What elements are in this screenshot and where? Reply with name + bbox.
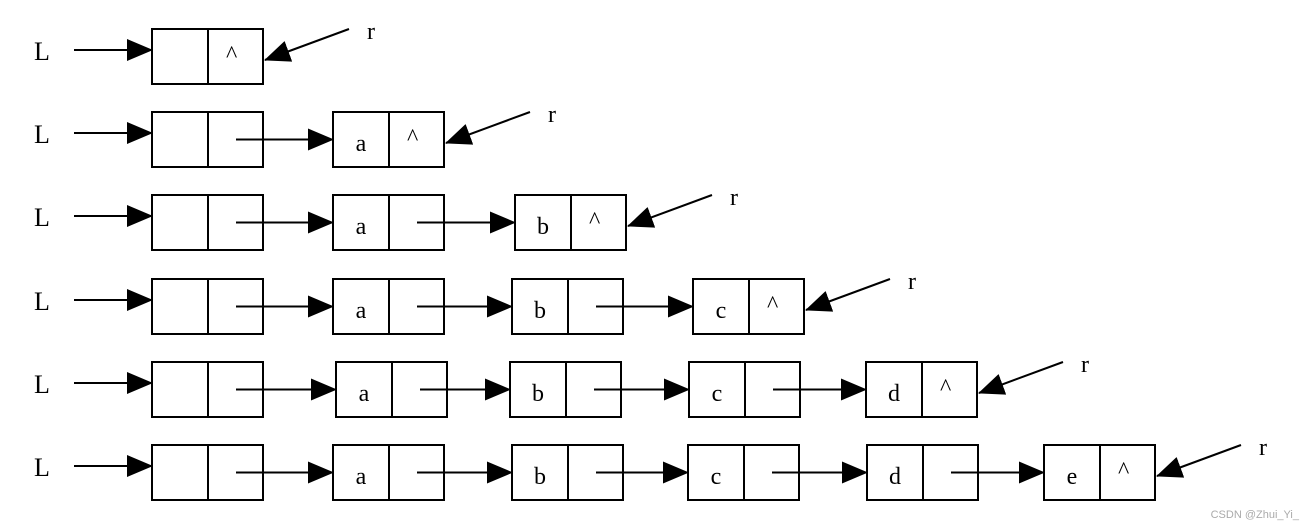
list-node: a (332, 194, 516, 251)
node-data-label: b (534, 298, 546, 324)
node-data-label: a (356, 464, 367, 490)
list-node: d^ (865, 361, 978, 418)
tail-label: r (1081, 352, 1089, 378)
node-data-label: c (716, 298, 727, 324)
tail-pointer-arrow (1156, 444, 1242, 478)
tail-label: r (730, 185, 738, 211)
null-pointer-symbol: ^ (767, 292, 778, 318)
tail-pointer-arrow (978, 361, 1064, 395)
list-node: a (332, 278, 513, 335)
node-data-label: a (359, 381, 370, 407)
list-node: a^ (332, 111, 445, 168)
null-pointer-symbol: ^ (226, 42, 237, 68)
head-label: L (34, 120, 50, 149)
null-pointer-symbol: ^ (1118, 458, 1129, 484)
node-data-label: e (1067, 464, 1078, 490)
list-node: d (866, 444, 1045, 501)
list-node: c (688, 361, 867, 418)
head-node: ^ (151, 28, 264, 85)
list-node: e^ (1043, 444, 1156, 501)
null-pointer-symbol: ^ (589, 208, 600, 234)
list-node: c (687, 444, 868, 501)
list-row-1: L ^ r (34, 19, 375, 85)
list-node: b^ (514, 194, 627, 251)
tail-pointer-arrow (805, 278, 891, 312)
head-node (151, 111, 334, 168)
node-data-label: c (712, 381, 723, 407)
null-pointer-symbol: ^ (940, 375, 951, 401)
list-node: b (511, 278, 694, 335)
head-node (151, 278, 334, 335)
head-label: L (34, 37, 50, 66)
null-pointer-symbol: ^ (407, 125, 418, 151)
head-node (151, 361, 337, 418)
tail-label: r (1259, 435, 1267, 461)
tail-pointer-arrow (264, 28, 350, 62)
list-node: a (332, 444, 513, 501)
tail-label: r (548, 102, 556, 128)
tail-pointer-arrow (627, 194, 713, 228)
node-data-label: a (356, 214, 367, 240)
tail-label: r (367, 19, 375, 45)
list-node: b (509, 361, 690, 418)
head-label: L (34, 287, 50, 316)
node-data-label: a (356, 298, 367, 324)
tail-pointer-arrow (445, 111, 531, 145)
node-data-label: b (537, 214, 549, 240)
node-data-label: b (534, 464, 546, 490)
watermark: CSDN @Zhui_Yi_ (1210, 509, 1299, 521)
node-data-label: b (532, 381, 544, 407)
node-data-label: d (889, 464, 901, 490)
head-label: L (34, 203, 50, 232)
list-node: b (511, 444, 689, 501)
head-node (151, 444, 334, 501)
head-label: L (34, 453, 50, 482)
tail-label: r (908, 269, 916, 295)
list-node: a (335, 361, 511, 418)
list-node: c^ (692, 278, 805, 335)
head-node (151, 194, 334, 251)
head-label: L (34, 370, 50, 399)
node-data-label: a (356, 131, 367, 157)
node-data-label: c (711, 464, 722, 490)
node-data-label: d (888, 381, 900, 407)
